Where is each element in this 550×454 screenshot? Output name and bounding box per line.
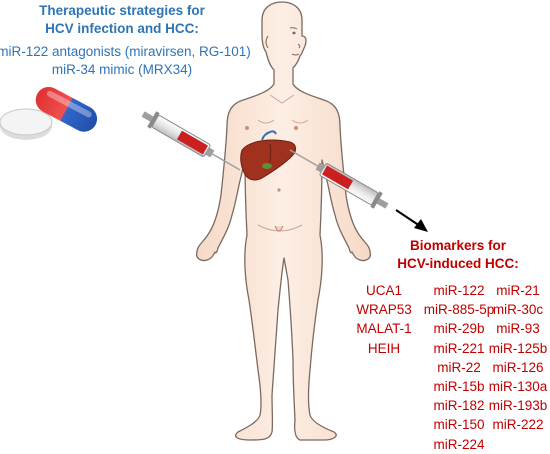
liver-icon (240, 130, 297, 181)
syringe-icon (289, 149, 389, 209)
biomarker-title-line2: HCV-induced HCC: (397, 256, 519, 271)
pill-icon (0, 86, 98, 140)
list-item: miR-126 (492, 359, 544, 375)
arrow-icon (395, 209, 428, 232)
lncrna-list: UCA1 WRAP53 MALAT-1 HEIH (345, 281, 423, 358)
list-item: miR-122 (433, 283, 485, 298)
mirna-list-1: miR-122 miR-885-5p miR-29b miR-221 miR-2… (421, 281, 497, 454)
list-item: miR-15b (433, 378, 485, 394)
list-item: miR-30c (492, 302, 544, 318)
list-item: miR-29b (433, 321, 485, 337)
list-item: miR-193b (488, 398, 548, 414)
list-item: miR-150 (433, 417, 485, 433)
list-item: miR-182 (433, 398, 485, 414)
therapy-title-line1: Therapeutic strategies for (39, 3, 205, 18)
list-item: miR-125b (488, 340, 548, 356)
list-item: miR-22 (437, 359, 481, 375)
biomarker-title-line1: Biomarkers for (409, 238, 507, 253)
list-item: HEIH (367, 340, 401, 356)
list-item: miR-222 (492, 417, 544, 433)
list-item: miR-224 (433, 436, 485, 452)
list-item: miR-885-5p (423, 302, 495, 318)
therapy-title-line2: HCV infection and HCC: (45, 21, 199, 36)
therapy-item-mimic: miR-34 mimic (MRX34) (51, 62, 193, 77)
list-item: MALAT-1 (356, 321, 412, 337)
list-item: UCA1 (365, 283, 402, 298)
list-item: WRAP53 (356, 302, 412, 318)
mirna-list-2: miR-21 miR-30c miR-93 miR-125b miR-126 m… (486, 281, 550, 435)
therapy-item-antagonists: miR-122 antagonists (miravirsen, RG-101) (0, 44, 251, 59)
list-item: miR-21 (496, 283, 540, 298)
list-item: miR-130a (488, 378, 548, 394)
list-item: miR-221 (433, 340, 485, 356)
illustration (0, 1, 428, 441)
list-item: miR-93 (496, 321, 540, 337)
syringe-icon (141, 111, 241, 171)
